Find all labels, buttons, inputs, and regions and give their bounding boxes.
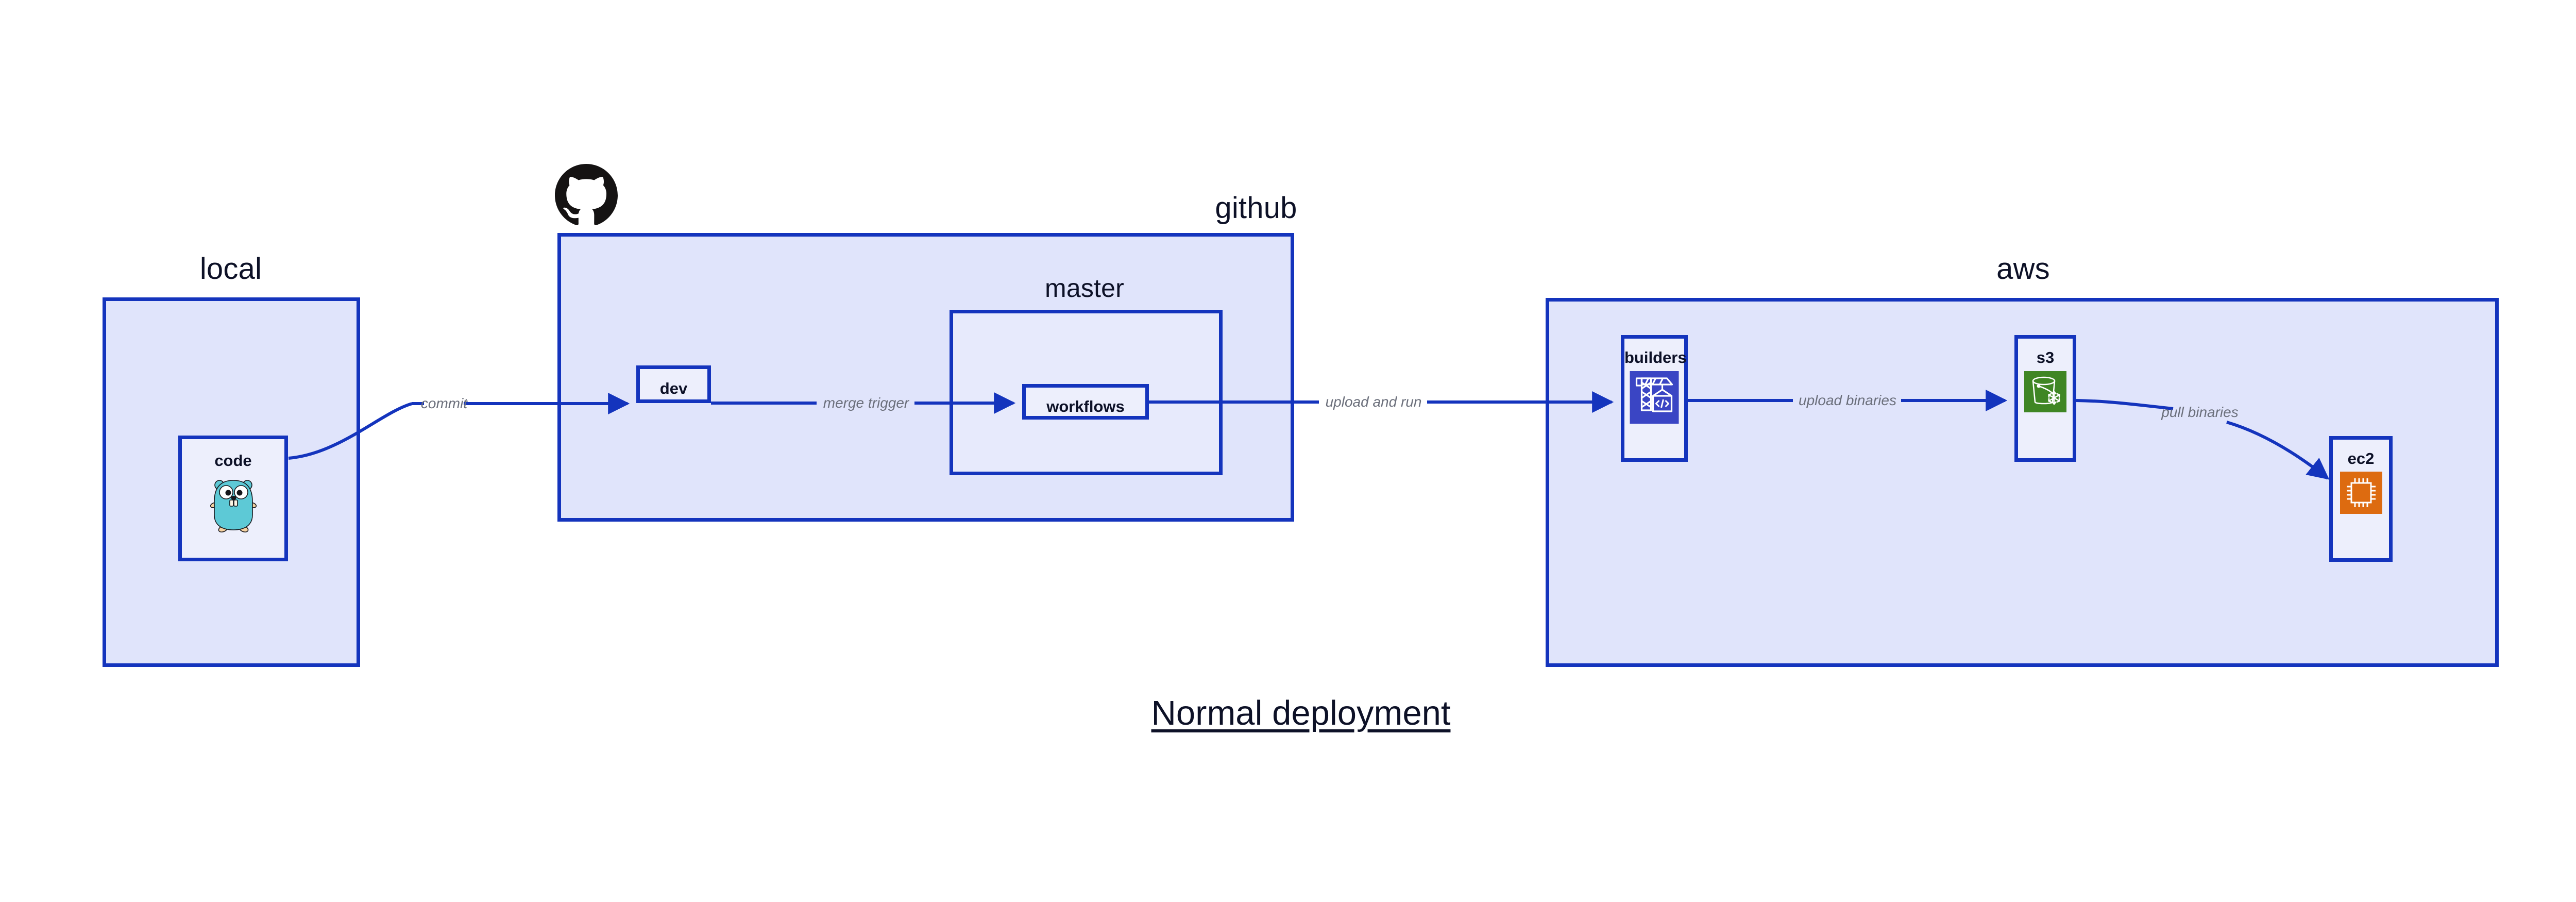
master-group-title: master (1044, 274, 1125, 303)
ec2-node[interactable]: ec2 (2329, 436, 2393, 562)
aws-group-title: aws (1996, 252, 2050, 286)
builders-node-label: builders (1624, 348, 1687, 366)
workflows-node[interactable]: workflows (1022, 384, 1149, 420)
go-gopher-icon (210, 477, 257, 533)
aws-ec2-chip-icon (2340, 472, 2382, 514)
dev-node[interactable]: dev (636, 365, 711, 403)
s3-node[interactable]: s3 (2014, 335, 2076, 462)
github-octocat-logo (555, 164, 618, 227)
s3-node-label: s3 (2036, 348, 2055, 366)
edge-label-upload-binaries: upload binaries (1799, 392, 1896, 408)
local-group-title: local (199, 252, 262, 286)
aws-codebuild-crane-icon (1630, 371, 1679, 424)
workflows-node-label: workflows (1046, 397, 1125, 415)
ec2-node-label: ec2 (2347, 449, 2375, 467)
diagram-caption: Normal deployment (1151, 694, 1451, 732)
builders-node[interactable]: builders (1621, 335, 1688, 462)
github-group-title: github (1215, 191, 1297, 225)
edge-label-upload-and-run: upload and run (1325, 394, 1422, 410)
dev-node-label: dev (659, 379, 688, 397)
code-node[interactable]: code (178, 436, 288, 561)
edge-label-merge-trigger: merge trigger (823, 395, 909, 411)
aws-s3-bucket-glacier-icon (2024, 371, 2066, 412)
edge-label-pull-binaries: pull binaries (2161, 404, 2239, 420)
code-node-label: code (214, 452, 252, 470)
edge-label-commit: commit (420, 395, 468, 411)
